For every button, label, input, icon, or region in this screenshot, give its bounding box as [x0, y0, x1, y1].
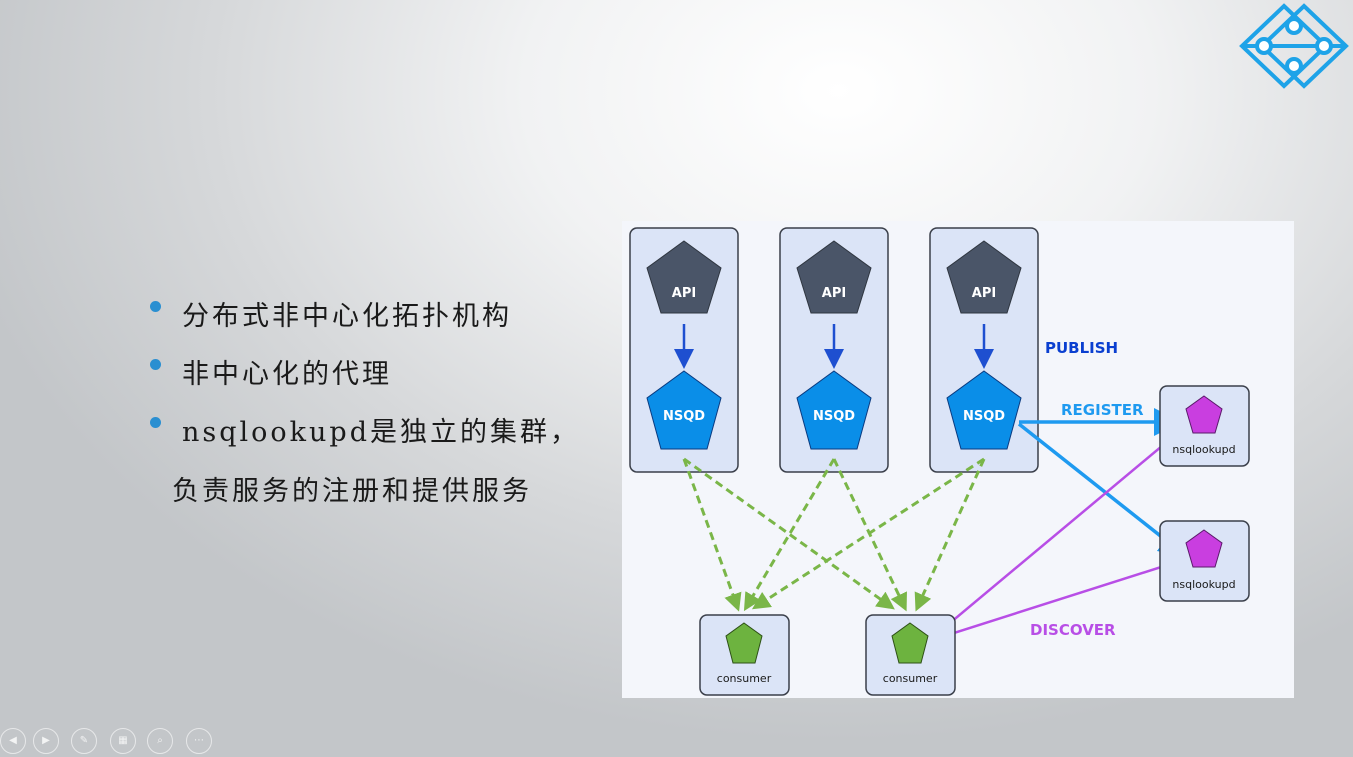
slides-icon[interactable]: ▦ — [110, 728, 136, 754]
more-icon[interactable]: ⋯ — [186, 728, 212, 754]
consumer-pentagon-icon — [725, 622, 763, 664]
consumer-label: consumer — [717, 672, 772, 685]
bullet-item: 非中心化的代理 — [148, 346, 608, 404]
lookup-node: nsqlookupd — [1159, 520, 1250, 602]
bullet-dot-icon — [150, 359, 161, 370]
bullet-continuation: 负责服务的注册和提供服务 — [148, 462, 608, 522]
diagram-canvas: API NSQD API NSQD API NSQD — [629, 227, 1250, 696]
lookup-label: nsqlookupd — [1172, 443, 1235, 456]
api-label: API — [672, 286, 696, 301]
consumer-label: consumer — [883, 672, 938, 685]
consumer-node: consumer — [699, 614, 790, 696]
bullet-text: 非中心化的代理 — [182, 359, 392, 390]
producer-node: API NSQD — [929, 227, 1039, 473]
nsqd-label: NSQD — [663, 409, 705, 424]
nsqd-label: NSQD — [963, 409, 1005, 424]
producer-node: API NSQD — [779, 227, 889, 473]
consume-edge — [751, 457, 985, 610]
api-label: API — [972, 286, 996, 301]
lookup-pentagon-icon — [1185, 529, 1223, 568]
lookup-pentagon-icon — [1185, 395, 1223, 434]
prev-icon[interactable]: ◀ — [0, 728, 26, 754]
consume-edge — [743, 458, 836, 612]
api-pentagon-icon — [646, 240, 722, 314]
bullet-item: nsqlookupd是独立的集群， — [148, 404, 608, 462]
pen-icon[interactable]: ✎ — [71, 728, 97, 754]
bullet-dot-icon — [150, 301, 161, 312]
lookup-node: nsqlookupd — [1159, 385, 1250, 467]
lookup-label: nsqlookupd — [1172, 578, 1235, 591]
next-icon[interactable]: ▶ — [33, 728, 59, 754]
api-pentagon-icon — [796, 240, 872, 314]
nsqd-label: NSQD — [813, 409, 855, 424]
consume-edge — [683, 457, 895, 610]
consumer-pentagon-icon — [891, 622, 929, 664]
bullet-text: nsqlookupd是独立的集群， — [182, 417, 580, 448]
api-pentagon-icon — [946, 240, 1022, 314]
bullet-item: 分布式非中心化拓扑机构 — [148, 288, 608, 346]
consume-edge — [682, 458, 742, 612]
bullet-dot-icon — [150, 417, 161, 428]
discover-edge — [931, 556, 1185, 642]
publish-label: PUBLISH — [1045, 339, 1118, 357]
register-label: REGISTER — [1061, 401, 1144, 419]
producer-node: API NSQD — [629, 227, 739, 473]
bullet-text: 负责服务的注册和提供服务 — [172, 476, 532, 507]
network-diamond-logo — [1239, 3, 1349, 89]
bullet-text: 分布式非中心化拓扑机构 — [182, 301, 512, 332]
api-label: API — [822, 286, 846, 301]
bullet-list: 分布式非中心化拓扑机构 非中心化的代理 nsqlookupd是独立的集群， 负责… — [148, 288, 608, 522]
discover-label: DISCOVER — [1030, 621, 1116, 639]
zoom-icon[interactable]: ⌕ — [147, 728, 173, 754]
nsqd-pentagon-icon — [796, 370, 872, 450]
nsqd-pentagon-icon — [946, 370, 1022, 450]
discover-edge — [931, 427, 1184, 639]
nsqd-pentagon-icon — [646, 370, 722, 450]
consume-edge — [914, 458, 986, 612]
nsq-topology-diagram: API NSQD API NSQD API NSQD — [622, 221, 1294, 698]
consumer-node: consumer — [865, 614, 956, 696]
register-edge — [1017, 422, 1188, 558]
